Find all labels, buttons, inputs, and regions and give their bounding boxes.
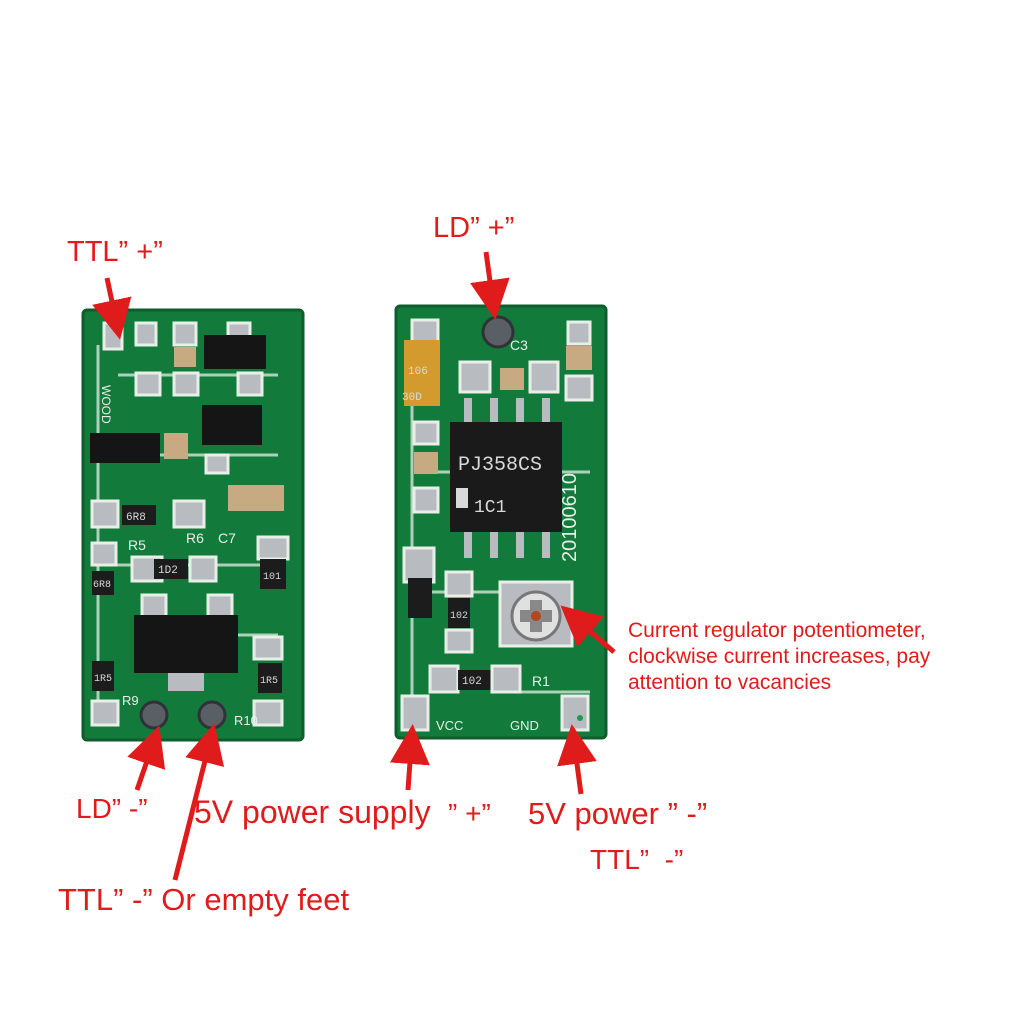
label-power-plus: 5V power supply bbox=[194, 794, 431, 830]
svg-text:R5: R5 bbox=[128, 537, 146, 553]
svg-text:1R5: 1R5 bbox=[94, 674, 112, 685]
arrow-power-plus bbox=[389, 724, 430, 791]
svg-text:GND: GND bbox=[510, 718, 539, 733]
svg-text:R6: R6 bbox=[186, 530, 204, 546]
svg-text:R9: R9 bbox=[122, 693, 139, 708]
label-ttl-minus: TTL” -” bbox=[590, 844, 684, 875]
svg-text:R1: R1 bbox=[532, 673, 550, 689]
arrow-power-minus bbox=[557, 724, 597, 795]
arrow-potentiometer bbox=[560, 605, 616, 654]
svg-text:WOOD: WOOD bbox=[99, 385, 113, 424]
svg-text:6R8: 6R8 bbox=[93, 580, 111, 591]
svg-text:1D2: 1D2 bbox=[158, 565, 178, 577]
arrow-ttl-minus-empty bbox=[172, 723, 225, 881]
svg-text:R10: R10 bbox=[234, 713, 258, 728]
arrow-ttl-plus bbox=[92, 277, 132, 340]
svg-text:C7: C7 bbox=[218, 530, 236, 546]
label-potentiometer-line-1: Current regulator potentiometer, bbox=[628, 619, 926, 642]
label-ld-minus: LD” -” bbox=[76, 793, 148, 824]
label-power-minus: 5V power ” -” bbox=[528, 796, 708, 831]
chip-line-1: PJ358CS bbox=[458, 454, 542, 477]
svg-text:106: 106 bbox=[408, 366, 428, 378]
svg-text:6R8: 6R8 bbox=[126, 512, 146, 524]
svg-text:101: 101 bbox=[263, 572, 281, 583]
svg-text:C3: C3 bbox=[510, 337, 528, 353]
label-ttl-plus: TTL” +” bbox=[67, 236, 163, 268]
label-ttl-minus-or-empty: TTL” -” Or empty feet bbox=[58, 882, 350, 917]
arrow-ld-minus bbox=[127, 725, 166, 791]
label-potentiometer-line-2: clockwise current increases, pay bbox=[628, 645, 931, 668]
svg-text:1R5: 1R5 bbox=[260, 676, 278, 687]
svg-text:30D: 30D bbox=[402, 392, 422, 404]
svg-text:VCC: VCC bbox=[436, 718, 463, 733]
chip-line-2: 1C1 bbox=[474, 498, 506, 518]
right-driver-board: 106 30D C3 PJ358CS 1C1 20100610 102 102 … bbox=[394, 304, 608, 740]
date-code: 20100610 bbox=[559, 473, 581, 562]
label-power-plus-sign: ” +” bbox=[448, 798, 491, 829]
svg-text:102: 102 bbox=[450, 611, 468, 622]
svg-text:102: 102 bbox=[462, 676, 482, 688]
label-ld-plus: LD” +” bbox=[433, 212, 515, 244]
label-potentiometer-line-3: attention to vacancies bbox=[628, 671, 832, 694]
arrow-ld-plus bbox=[470, 251, 510, 320]
